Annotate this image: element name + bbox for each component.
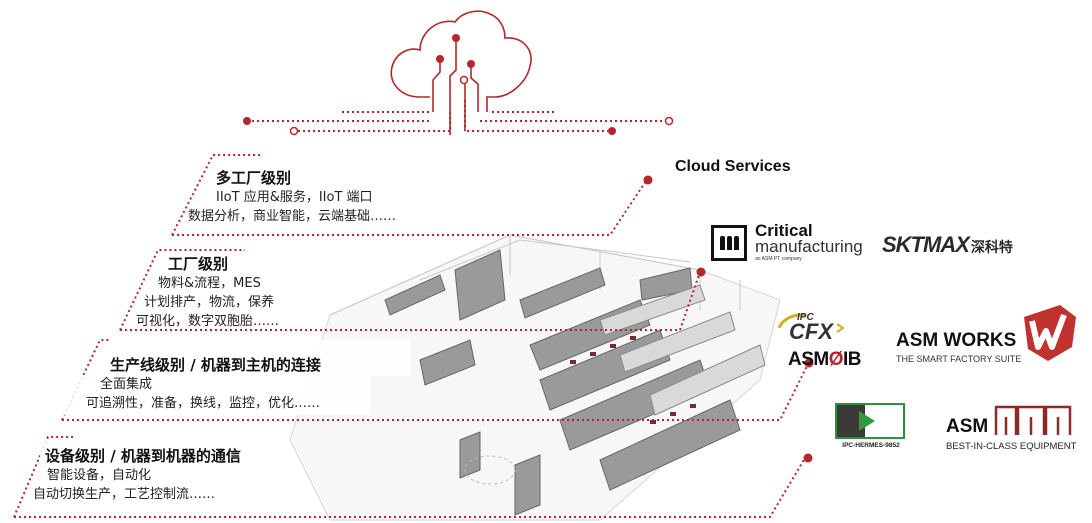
level-connector-dots: [643, 175, 814, 463]
level-line: 智能设备，自动化: [47, 468, 152, 483]
logo-asm-equipment: ASM BEST-IN-CLASS EQUIPMENT: [946, 403, 1086, 455]
hermes-icon: [835, 403, 905, 439]
label-backdrop: [40, 440, 290, 510]
asm-arches-icon: [994, 405, 1072, 435]
level-line: 计划排产，物流，保养: [144, 295, 275, 310]
level-line: 可视化，数字双胞胎……: [136, 314, 280, 329]
level-line: 全面集成: [100, 377, 153, 392]
sktmax-name: SKTMAX: [882, 232, 970, 257]
level-title: 设备级别 / 机器到机器的通信: [45, 447, 241, 465]
asmoib-suffix: IB: [843, 349, 862, 370]
label-backdrop: [60, 375, 370, 415]
critical-manufacturing-icon: [711, 225, 747, 261]
cloud-services-label: Cloud Services: [675, 158, 791, 175]
logo-asm-works: ASM WORKS THE SMART FACTORY SUITE: [896, 303, 1086, 365]
level-line: IIoT 应用&服务，IIoT 端口: [216, 190, 373, 205]
cfx-ipc: IPC: [797, 312, 814, 323]
cm-line3: an ASM PT company: [755, 256, 802, 262]
logo-critical-manufacturing: Critical manufacturing an ASM PT company: [711, 221, 863, 263]
cfx-main: CFX: [789, 319, 833, 344]
cloud-nodes: [436, 34, 475, 85]
circuit-endpoints: [243, 116, 674, 136]
level-title: 多工厂级别: [216, 169, 292, 187]
asm-works-title: ASM WORKS: [896, 330, 1017, 351]
asm-title: ASM: [946, 416, 989, 437]
logo-asm-oib: ASMØIB: [788, 349, 862, 371]
cfx-swoosh-icon: [777, 313, 845, 333]
level-outlines: [13, 154, 811, 518]
level-line: 数据分析，商业智能，云端基础……: [188, 209, 397, 224]
level-title: 工厂级别: [168, 255, 229, 273]
level-factory: 工厂级别 物料&流程，MES 计划排产，物流，保养 可视化，数字双胞胎……: [136, 254, 279, 331]
level-equipment: 设备级别 / 机器到机器的通信 智能设备，自动化 自动切换生产，工艺控制流……: [33, 446, 241, 504]
sktmax-cn: 深科特: [970, 239, 1013, 255]
asm-works-w-icon: [1024, 305, 1076, 361]
level-line: 自动切换生产，工艺控制流……: [33, 487, 216, 502]
level-multi-factory: 多工厂级别 IIoT 应用&服务，IIoT 端口 数据分析，商业智能，云端基础……: [188, 168, 396, 226]
level-line: 物料&流程，MES: [158, 276, 261, 291]
cm-line2: manufacturing: [755, 237, 863, 256]
level-line: 可追溯性，准备，换线，监控，优化……: [86, 396, 321, 411]
asm-subtitle: BEST-IN-CLASS EQUIPMENT: [946, 441, 1077, 452]
cloud-icon: [390, 10, 532, 135]
asmoib-prefix: ASM: [788, 349, 829, 370]
asm-works-subtitle: THE SMART FACTORY SUITE: [896, 354, 1022, 364]
asmoib-o: Ø: [828, 349, 844, 370]
label-backdrop: [180, 340, 410, 376]
factory-illustration: [289, 234, 781, 521]
circuit-lines: [252, 100, 665, 132]
level-production-line: 生产线级别 / 机器到主机的连接 全面集成 可追溯性，准备，换线，监控，优化……: [86, 355, 321, 413]
hermes-caption: IPC-HERMES-9852: [842, 442, 900, 449]
cm-line1: Critical: [755, 221, 813, 240]
level-title: 生产线级别 / 机器到主机的连接: [110, 356, 321, 374]
logo-ipc-hermes: IPC-HERMES-9852: [835, 403, 907, 449]
